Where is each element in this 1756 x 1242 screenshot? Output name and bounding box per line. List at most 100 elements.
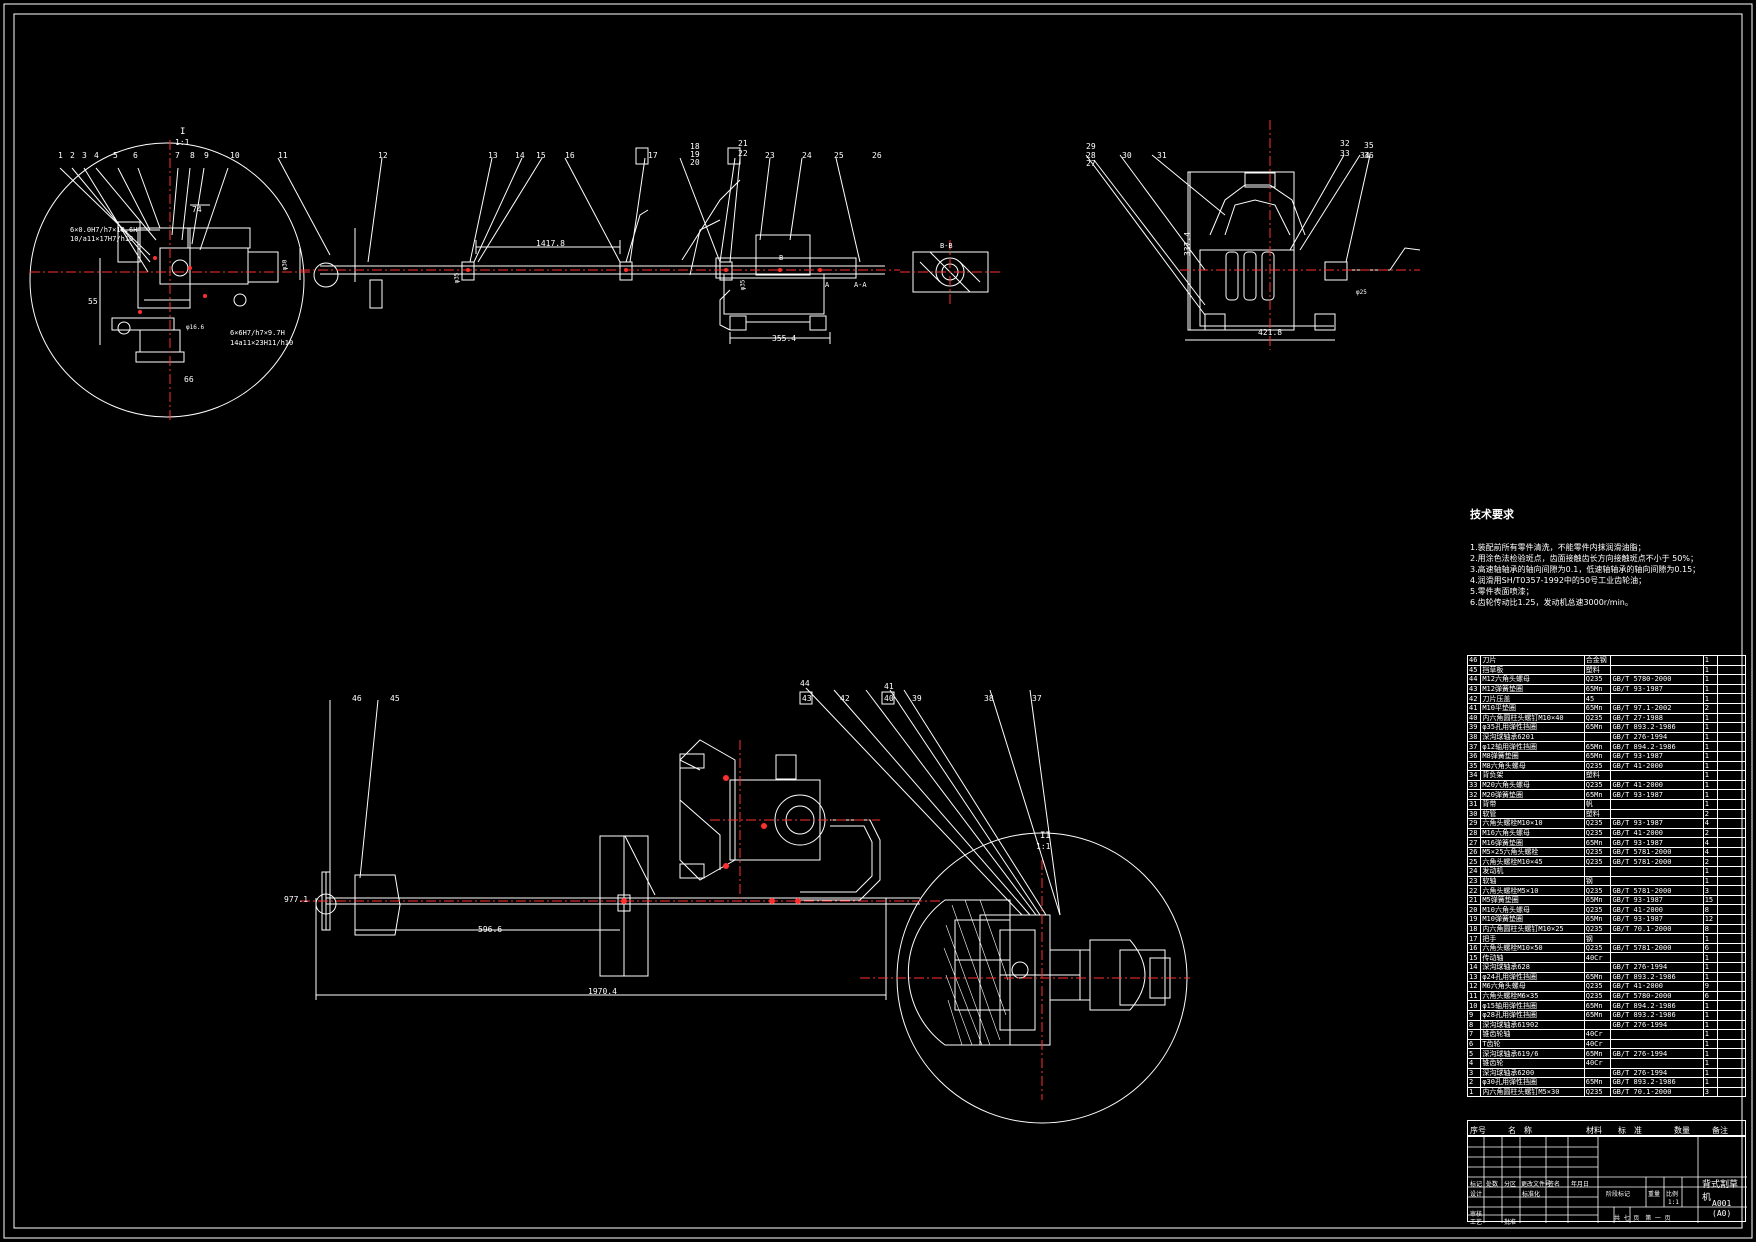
callout-41: 41 — [884, 682, 894, 691]
bom-cell-sd: GB/T 93-1987 — [1610, 750, 1704, 762]
bom-cell-qt: 1 — [1702, 933, 1719, 944]
bom-cell-qt: 1 — [1702, 760, 1719, 772]
bom-cell-mt: 65Mn — [1583, 971, 1612, 983]
bom-cell-rm — [1717, 923, 1746, 935]
bom-cell-mt: Q235 — [1583, 779, 1612, 791]
bom-header-name: 名 称 — [1508, 1126, 1532, 1135]
tb-doc: 更改文件号 — [1521, 1181, 1552, 1188]
tech-requirements-list: 1.装配前所有零件清洗，不能零件内抹润滑油脂； 2.用涂色法检验斑点，齿面接触齿… — [1470, 542, 1700, 608]
callout-9: 9 — [204, 151, 209, 160]
bom-cell-sd — [1610, 1029, 1704, 1040]
section-bb-label: B-B — [940, 242, 953, 250]
bom-cell-qt: 1 — [1702, 750, 1719, 762]
callout-28: 28 — [1086, 151, 1096, 160]
bom-cell-nm: M16六角头螺母 — [1480, 827, 1585, 839]
bom-cell-mt: Q235 — [1583, 818, 1612, 829]
bom-cell-sd: GB/T 97.1-2002 — [1610, 702, 1704, 714]
bom-cell-no: 21 — [1466, 894, 1482, 906]
bom-cell-nm: φ15轴用弹性挡圈 — [1480, 1000, 1585, 1011]
bom-cell-sd: GB/T 5781-2000 — [1610, 885, 1704, 896]
tb-std: 标准化 — [1522, 1191, 1541, 1198]
bom-cell-rm — [1717, 808, 1746, 820]
bom-cell-qt: 8 — [1702, 904, 1719, 916]
bom-cell-nm: 内六角圆柱头螺钉M10×25 — [1480, 923, 1585, 935]
bom-cell-qt: 1 — [1702, 1029, 1719, 1040]
callout-5: 5 — [113, 151, 118, 160]
bom-cell-nm: 背带 — [1480, 798, 1585, 810]
tech-requirement-item: 3.高速轴轴承的轴向间隙为0.1，低速轴轴承的轴向间隙为0.15； — [1470, 565, 1701, 574]
tech-requirement-item: 4.润滑用SH/T0357-1992中的50号工业齿轮油； — [1470, 576, 1647, 585]
bom-cell-no: 43 — [1466, 683, 1482, 695]
bom-cell-mt: Q235 — [1583, 981, 1612, 992]
tech-requirement-item: 5.零件表面喷漆； — [1470, 587, 1534, 596]
bom-cell-no: 39 — [1466, 722, 1482, 733]
bom-cell-mt: Q235 — [1583, 846, 1612, 858]
bom-cell-sd: GB/T 893.2-1986 — [1610, 1077, 1704, 1088]
bom-cell-nm: T齿轮 — [1480, 1038, 1585, 1050]
bom-cell-nm: 深沟球轴承61902 — [1480, 1019, 1585, 1031]
bom-cell-rm — [1717, 1029, 1746, 1040]
bom-cell-mt: 65Mn — [1583, 914, 1612, 925]
bom-cell-qt: 2 — [1702, 702, 1719, 714]
bom-cell-nm: 六角头螺栓M10×10 — [1480, 818, 1585, 829]
bom-cell-nm: 深沟球轴承6200 — [1480, 1067, 1585, 1079]
bom-cell-qt: 1 — [1702, 712, 1719, 724]
bom-cell-mt: 帆 — [1583, 798, 1612, 810]
tech-requirement-item: 1.装配前所有零件清洗，不能零件内抹润滑油脂； — [1470, 543, 1646, 552]
bom-cell-mt: Q235 — [1583, 942, 1612, 954]
bom-cell-rm — [1717, 1057, 1746, 1069]
bom-cell-mt: 65Mn — [1583, 741, 1612, 752]
callout-19: 19 — [690, 150, 700, 159]
bom-cell-rm — [1717, 1048, 1746, 1059]
bom-cell-rm — [1717, 722, 1746, 733]
bom-cell-no: 14 — [1466, 962, 1482, 973]
bom-cell-qt: 4 — [1702, 837, 1719, 848]
bom-cell-nm: 深沟球轴承619/6 — [1480, 1048, 1585, 1059]
bom-cell-rm — [1717, 693, 1746, 704]
callout-33: 33 — [1340, 149, 1350, 158]
bom-cell-mt — [1583, 962, 1612, 973]
callout-46: 46 — [352, 694, 362, 703]
title-block: 标记 处数 分区 更改文件号 签名 年月日 设计 标准化 阶段标记 重量 比例 … — [1467, 1136, 1747, 1226]
bom-cell-rm — [1717, 741, 1746, 752]
callout-25: 25 — [834, 151, 844, 160]
bom-cell-no: 6 — [1466, 1038, 1482, 1050]
bom-cell-rm — [1717, 750, 1746, 762]
bom-cell-mt: 塑料 — [1583, 770, 1612, 781]
bom-cell-sd — [1610, 866, 1704, 877]
tb-count: 处数 — [1486, 1181, 1499, 1188]
bom-cell-sd: GB/T 93-1987 — [1610, 818, 1704, 829]
bom-cell-nm: 六角头螺栓M10×50 — [1480, 942, 1585, 954]
bom-cell-nm: φ24孔用弹性挡圈 — [1480, 971, 1585, 983]
bom-cell-sd — [1610, 933, 1704, 944]
bom-cell-no: 4 — [1466, 1057, 1482, 1069]
bom-cell-mt: Q235 — [1583, 760, 1612, 772]
tb-name: 背式割草机 — [1702, 1180, 1739, 1203]
bom-cell-no: 42 — [1466, 693, 1482, 704]
bom-cell-sd — [1610, 664, 1704, 676]
bom-cell-qt: 1 — [1702, 866, 1719, 877]
bom-cell-qt: 12 — [1702, 914, 1719, 925]
bom-cell-nm: φ30孔用弹性挡圈 — [1480, 1077, 1585, 1088]
bom-cell-mt: Q235 — [1583, 885, 1612, 896]
bom-cell-no: 2 — [1466, 1077, 1482, 1088]
bom-cell-mt: 65Mn — [1583, 1048, 1612, 1059]
dim-phi35: φ35 — [453, 272, 461, 284]
bom-cell-rm — [1717, 683, 1746, 695]
callout-16: 16 — [565, 151, 575, 160]
detail-ii-scale: 1:1 — [1036, 842, 1051, 851]
bom-cell-rm — [1717, 789, 1746, 800]
bom-header-remark: 备注 — [1712, 1126, 1728, 1135]
bom-cell-sd: GB/T 70.1-2000 — [1610, 1086, 1704, 1098]
bom-cell-no: 27 — [1466, 837, 1482, 848]
